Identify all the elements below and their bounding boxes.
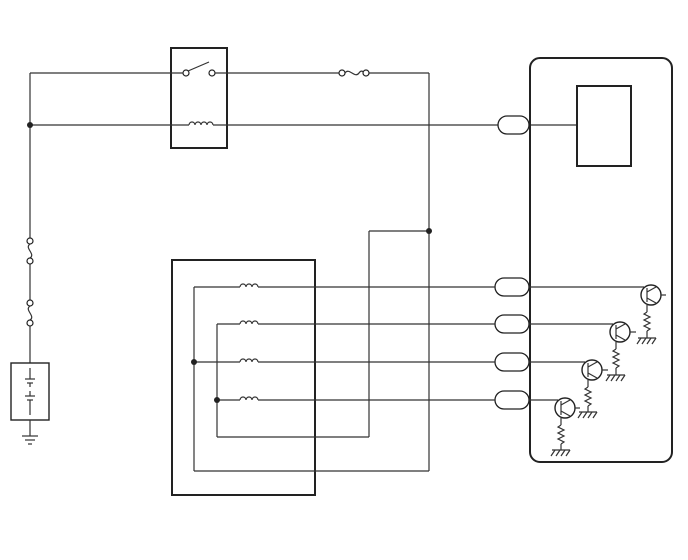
relay-switched-wire <box>30 72 430 471</box>
npn-transistor-icon <box>529 284 666 345</box>
coil-1-icon <box>239 283 259 288</box>
coil-2-icon <box>239 320 259 325</box>
fuse-upper-icon <box>26 237 34 265</box>
control-module <box>529 57 673 463</box>
battery-icon <box>10 362 50 421</box>
junction-dot <box>214 397 220 403</box>
junction-dot <box>27 122 33 128</box>
ground-main-icon <box>22 420 38 445</box>
relay-icon <box>170 47 228 149</box>
coil-4-icon <box>239 396 259 401</box>
coil-3-icon <box>239 358 259 363</box>
coil-wires <box>193 230 495 472</box>
module-connectors <box>494 115 530 410</box>
npn-transistor-icon <box>529 321 636 382</box>
ignition-coil-pack <box>171 259 316 496</box>
junction-dot <box>426 228 432 234</box>
npn-transistor-icon <box>529 359 608 419</box>
junction-dot <box>191 359 197 365</box>
npn-transistor-icon <box>529 397 580 457</box>
fuse-lower-icon <box>26 299 34 327</box>
fuse-relay-output-icon <box>338 69 370 77</box>
